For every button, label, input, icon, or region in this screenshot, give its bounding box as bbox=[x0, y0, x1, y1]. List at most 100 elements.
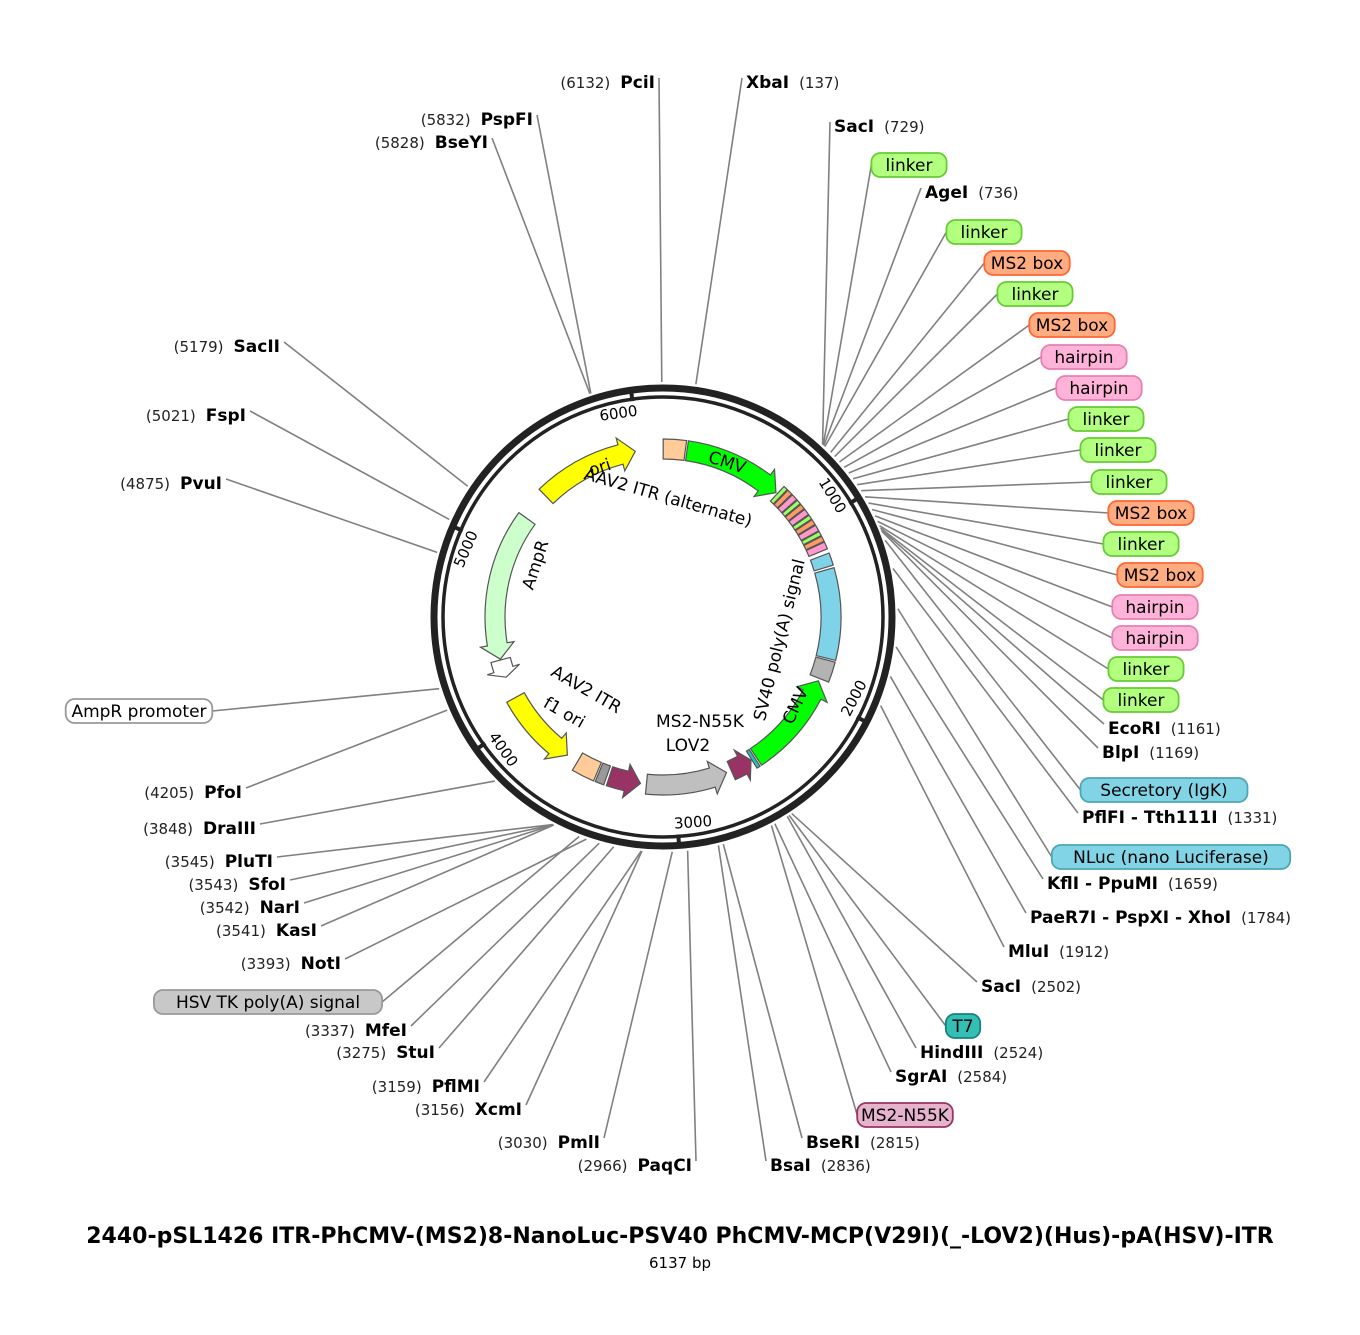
feature-tag: linker bbox=[996, 281, 1074, 307]
restriction-site-position: (5828) bbox=[375, 134, 425, 152]
tag-leader-line bbox=[884, 539, 1082, 791]
feature-tag: hairpin bbox=[1111, 625, 1199, 651]
restriction-site-label: SacI(729) bbox=[834, 117, 924, 137]
feature-tag: MS2 box bbox=[1116, 562, 1204, 588]
feature-tag: MS2 box bbox=[1028, 312, 1116, 338]
feature-tag: HSV TK poly(A) signal bbox=[152, 989, 383, 1015]
tag-leader-line bbox=[864, 496, 1109, 514]
restriction-site-label: AgeI(736) bbox=[925, 183, 1019, 203]
restriction-site-label: (3275)StuI bbox=[336, 1043, 435, 1063]
feature-tag: linker bbox=[1090, 469, 1168, 495]
feature-tag-box bbox=[1111, 594, 1199, 620]
restriction-site-label: (3159)PflMI bbox=[372, 1077, 480, 1097]
restriction-site-label: (2966)PaqCI bbox=[578, 1156, 692, 1176]
backbone-outer-ring bbox=[430, 384, 896, 850]
restriction-site-name: PciI bbox=[620, 73, 655, 93]
tag-leader-line bbox=[874, 515, 1113, 608]
restriction-site-name: PaeR7I - PspXI - XhoI bbox=[1030, 908, 1231, 928]
site-leader-line bbox=[603, 851, 674, 1139]
feature-tag-label: linker bbox=[1095, 441, 1142, 461]
restriction-site-label: BseRI(2815) bbox=[806, 1133, 920, 1153]
restriction-site-label: PaeR7I - PspXI - XhoI(1784) bbox=[1030, 908, 1291, 928]
site-leader-line bbox=[823, 187, 922, 446]
feature-inner-label: MS2-N55K bbox=[656, 712, 745, 732]
feature-arc bbox=[809, 656, 836, 683]
restriction-site-position: (5021) bbox=[146, 407, 196, 425]
feature-tag-box bbox=[1079, 777, 1249, 803]
restriction-site-label: HindIII(2524) bbox=[920, 1043, 1043, 1063]
restriction-site-name: FspI bbox=[206, 406, 246, 426]
restriction-site-position: (736) bbox=[978, 184, 1018, 202]
restriction-site-label: (5179)SacII bbox=[174, 337, 280, 357]
restriction-site-name: KasI bbox=[276, 921, 317, 941]
tag-leader-line bbox=[839, 324, 1030, 463]
feature-tag-label: linker bbox=[1083, 410, 1130, 430]
restriction-site-position: (1161) bbox=[1171, 720, 1221, 738]
restriction-site-position: (3159) bbox=[372, 1078, 422, 1096]
restriction-site-name: PvuI bbox=[180, 474, 222, 494]
feature-tag-box bbox=[1090, 469, 1168, 495]
restriction-site-position: (2966) bbox=[578, 1157, 628, 1175]
restriction-site-position: (3030) bbox=[498, 1134, 548, 1152]
feature-arc bbox=[662, 438, 688, 462]
site-leader-line bbox=[791, 812, 978, 983]
feature-tag-label: hairpin bbox=[1069, 379, 1128, 399]
restriction-site-position: (3541) bbox=[216, 922, 266, 940]
feature-arc bbox=[773, 489, 793, 509]
feature-tag-box bbox=[1107, 656, 1185, 682]
restriction-site-label: XbaI(137) bbox=[746, 73, 839, 93]
restriction-site-label: SacI (2502) bbox=[981, 977, 1081, 997]
restriction-site-label: KflI - PpuMI(1659) bbox=[1047, 874, 1218, 894]
restriction-site-position: (4875) bbox=[120, 475, 170, 493]
site-leader-line bbox=[410, 842, 600, 1027]
feature-tag-box bbox=[1040, 344, 1128, 370]
restriction-site-name: EcoRI bbox=[1108, 719, 1161, 739]
restriction-site-name: KflI - PpuMI bbox=[1047, 874, 1158, 894]
restriction-site-label: (5021) FspI bbox=[146, 406, 246, 426]
restriction-site-position: (2836) bbox=[821, 1157, 871, 1175]
restriction-site-name: StuI bbox=[396, 1043, 435, 1063]
site-leader-line bbox=[303, 824, 554, 904]
restriction-site-name: PluTI bbox=[225, 852, 273, 872]
restriction-site-position: (137) bbox=[799, 74, 839, 92]
site-leader-line bbox=[892, 567, 1079, 814]
restriction-site-position: (2502) bbox=[1031, 978, 1081, 996]
restriction-site-name: MfeI bbox=[365, 1021, 407, 1041]
tag-leader-line bbox=[834, 293, 998, 458]
feature-arc bbox=[726, 748, 752, 783]
restriction-site-label: (5828)BseYI bbox=[375, 133, 488, 153]
restriction-site-position: (5832) bbox=[421, 111, 471, 129]
site-leader-line bbox=[717, 845, 767, 1162]
restriction-site-name: MluI bbox=[1008, 942, 1049, 962]
feature-tag-label: Secretory (IgK) bbox=[1100, 781, 1227, 801]
restriction-site-position: (6132) bbox=[560, 74, 610, 92]
restriction-site-position: (1912) bbox=[1059, 943, 1109, 961]
site-leader-line bbox=[786, 816, 917, 1049]
feature-tag: linker bbox=[1079, 437, 1157, 463]
feature-tag-box bbox=[996, 281, 1074, 307]
site-leader-line bbox=[695, 77, 743, 385]
feature-arc bbox=[797, 524, 820, 542]
restriction-site-name: PmlI bbox=[558, 1133, 600, 1153]
restriction-site-position: (3156) bbox=[415, 1101, 465, 1119]
restriction-site-name: PspFI bbox=[481, 110, 533, 130]
feature-arc bbox=[805, 541, 829, 558]
feature-tag-label: HSV TK poly(A) signal bbox=[176, 993, 360, 1013]
feature-arc bbox=[791, 514, 813, 531]
backbone-inner-ring bbox=[441, 395, 885, 839]
tag-leader-line bbox=[824, 231, 948, 448]
feature-tag: linker bbox=[1102, 687, 1180, 713]
restriction-site-position: (3542) bbox=[200, 899, 250, 917]
tag-leader-line bbox=[879, 525, 1109, 670]
feature-tag-label: hairpin bbox=[1054, 348, 1113, 368]
feature-arcs bbox=[478, 436, 842, 800]
feature-tag-label: MS2 box bbox=[1036, 316, 1108, 336]
feature-tag-label: MS2 box bbox=[1115, 504, 1187, 524]
feature-tag: hairpin bbox=[1040, 344, 1128, 370]
site-leader-line bbox=[289, 824, 554, 881]
tag-leader-line bbox=[871, 508, 1118, 576]
site-leader-line bbox=[525, 850, 643, 1106]
feature-tag: NLuc (nano Luciferase) bbox=[1050, 844, 1292, 870]
feature-tag: MS2-N55K bbox=[856, 1102, 954, 1128]
restriction-site-name: SacI bbox=[981, 977, 1021, 997]
